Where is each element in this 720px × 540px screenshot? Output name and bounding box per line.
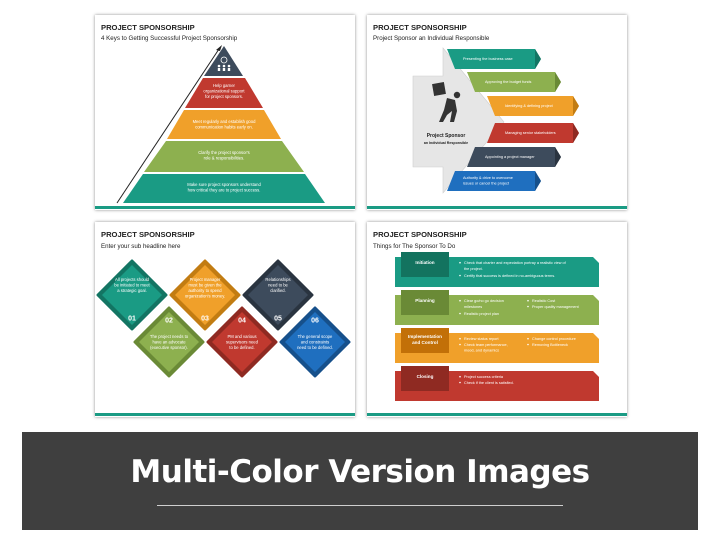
bullet-text: Review status report [464,337,500,341]
bullet-text: mood, and dynamics [464,349,499,353]
item-6 [447,171,541,191]
svg-text:Initiation: Initiation [415,260,434,265]
bullet-text: Check if the client is satisfied. [464,381,514,385]
row-label-box [401,366,449,391]
slide-sponsor-arrows[interactable]: PROJECT SPONSORSHIP Project Sponsor an I… [367,15,627,210]
slide-subtitle: Project Sponsor an Individual Responsibl… [373,35,490,42]
item-3 [487,96,579,116]
slide-title: PROJECT SPONSORSHIP [373,23,467,32]
item-2 [467,72,561,92]
task-row-0: Initiation Check that charter and expecta… [395,252,599,287]
bullet-text: milestones [464,305,482,309]
banner: Multi-Color Version Images [22,432,698,530]
person-carrying-box-icon [432,82,461,122]
row-label-box [401,328,449,353]
diamond-number: 04 [238,318,246,325]
task-row-1: Planning Clear go/no go decision milestone… [395,290,599,325]
slide-subtitle: 4 Keys to Getting Successful Project Spo… [101,35,238,42]
diamond-number: 02 [165,318,173,325]
svg-text:Make sure project sponsors und: Make sure project sponsors understandhow… [187,182,261,193]
pyramid-level-3 [144,141,304,172]
slide-sponsor-tasks[interactable]: PROJECT SPONSORSHIP Things for The Spons… [367,222,627,417]
bullet-text: the project. [464,267,483,271]
pyramid-top [204,46,243,76]
diamond-number: 01 [128,316,136,323]
row-label-box [401,252,449,277]
slide-subtitle: Enter your sub headline here [101,243,181,250]
arrow-head-icon [216,45,222,51]
bullet-text: Realistic project plan [464,312,499,316]
slide-title: PROJECT SPONSORSHIP [101,23,195,32]
bullet-text: Change control procedure [532,337,576,341]
growth-arrow [116,48,220,204]
bullet-text: Certify that success is defined in no-am… [464,274,555,278]
svg-text:Appointing a project manager: Appointing a project manager [485,155,535,159]
banner-underline [157,505,563,506]
diamond-number: 05 [274,316,282,323]
svg-text:Meet regularly and establish g: Meet regularly and establish goodcommuni… [193,119,257,130]
bullet-text: Removing Bottleneck [532,343,568,347]
slide-footer-stripe [95,206,355,209]
svg-text:Managing senior stakeholders: Managing senior stakeholders [505,131,556,135]
diamond-number: 03 [201,316,209,323]
center-subtitle: an Individual Responsible [424,141,468,145]
diamond-number: 06 [311,318,319,325]
slide-footer-stripe [367,206,627,209]
slide-footer-stripe [95,413,355,416]
row-label-box [401,290,449,315]
pyramid-level-2 [167,110,281,139]
banner-title: Multi-Color Version Images [130,454,590,490]
bullet-text: Project success criteria [464,375,504,379]
slide-diamonds[interactable]: PROJECT SPONSORSHIP Enter your sub headl… [95,222,355,417]
people-network-icon [217,56,231,71]
bullet-text: Proper quality management [532,305,580,309]
slide-title: PROJECT SPONSORSHIP [373,230,467,239]
slide-footer-stripe [367,413,627,416]
svg-text:Planning: Planning [415,298,435,303]
center-title: Project Sponsor [427,133,466,139]
item-4 [487,123,579,143]
pyramid-level-4 [123,174,325,203]
pyramid-level-1 [185,78,263,108]
svg-text:Closing: Closing [417,374,434,379]
slide-subtitle: Things for The Sponsor To Do [373,243,456,250]
bullet-text: Check team performance, [464,343,508,347]
bullet-text: Clear go/no go decision [464,299,504,303]
slide-title: PROJECT SPONSORSHIP [101,230,195,239]
item-1 [447,49,541,69]
svg-text:Presenting the business case: Presenting the business case [463,57,513,61]
slide-pyramid[interactable]: PROJECT SPONSORSHIP 4 Keys to Getting Su… [95,15,355,210]
bullet-text: Check that charter and expectation portr… [464,261,567,265]
item-5 [467,147,561,167]
bullet-text: Realistic Cost [532,299,556,303]
svg-text:Identifying & defining project: Identifying & defining project [505,104,554,108]
svg-text:Approving the budget funds: Approving the budget funds [485,80,532,84]
